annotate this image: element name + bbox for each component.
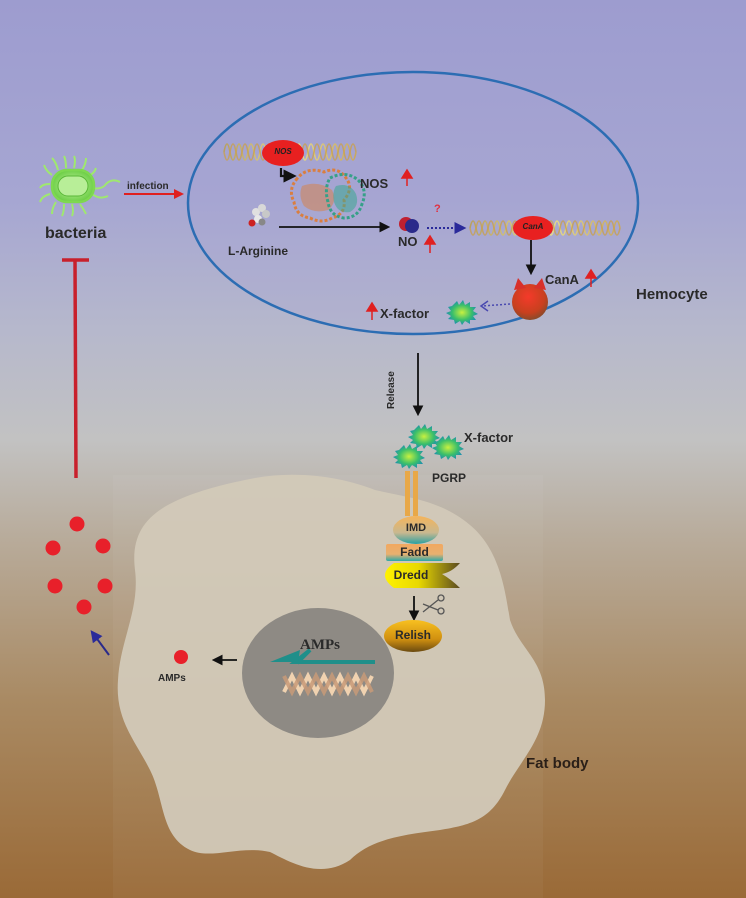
bacteria-icon	[39, 155, 121, 217]
x-factor-icon	[393, 444, 425, 469]
cana-to-xfactor-arrow	[481, 303, 511, 307]
pgrp-label: PGRP	[432, 471, 467, 485]
cana-to-xfactor-arrowhead	[479, 300, 489, 312]
release-label: Release	[386, 371, 397, 409]
relish-protein	[384, 620, 442, 652]
no-molecule-icon	[399, 217, 419, 233]
nos-gene-label: NOS	[274, 147, 292, 156]
imd-label: IMD	[405, 522, 427, 534]
hemocyte-label: Hemocyte	[636, 286, 708, 303]
amp-molecule-icon	[97, 578, 113, 594]
upregulation-arrows	[365, 168, 598, 320]
fadd-protein	[386, 544, 443, 561]
x-factor-icon	[446, 300, 478, 325]
up-arrow-icon	[400, 168, 414, 186]
amp-gene-dna-icon	[282, 671, 374, 697]
amps-secretion-arrow	[90, 630, 110, 656]
up-arrow-icon	[584, 268, 598, 287]
cana-protein-icon	[512, 278, 548, 320]
up-arrow-icon	[423, 234, 437, 253]
no-label: NO	[398, 234, 418, 249]
amp-molecule-icon	[69, 516, 85, 532]
relish-label: Relish	[394, 628, 431, 642]
x-factor-hemocyte-label: X-factor	[380, 306, 430, 321]
l-arginine-label: L-Arginine	[228, 244, 288, 258]
amp-molecule-icon	[47, 578, 63, 594]
x-factor-extracellular-label: X-factor	[464, 430, 514, 445]
nos-protein-structure-icon	[289, 168, 366, 223]
amp-molecule-icon	[45, 540, 61, 556]
amp-molecule-icon	[174, 650, 188, 664]
transcription-arrow	[289, 648, 375, 665]
infection-label: infection	[127, 181, 169, 192]
hemocyte-membrane	[186, 70, 640, 336]
scissors-icon	[422, 594, 445, 615]
amp-cluster	[45, 516, 113, 615]
nos-protein-label: NOS	[360, 176, 389, 191]
cana-protein-label: CanA	[545, 272, 579, 287]
cana-gene-label: CanA	[522, 222, 544, 231]
fat-body-label: Fat body	[526, 755, 589, 772]
x-factor-icon	[408, 424, 440, 449]
nucleus-amps-label: AMPs	[300, 637, 340, 653]
transcription-arrowhead	[270, 650, 300, 662]
secreted-amps-label: AMPs	[158, 673, 186, 684]
pgrp-receptor-icon	[405, 471, 418, 516]
l-arginine-molecule-icon	[248, 204, 270, 227]
unknown-mechanism-label: ?	[434, 203, 441, 215]
amp-molecule-icon	[76, 599, 92, 615]
nucleus	[242, 608, 394, 738]
dredd-label: Dredd	[393, 568, 429, 582]
amp-molecule-icon	[95, 538, 111, 554]
fadd-label: Fadd	[400, 545, 429, 559]
bacteria-label: bacteria	[45, 225, 107, 242]
inhibition-bar	[62, 258, 89, 479]
nos-promoter-oval	[262, 140, 304, 166]
up-arrow-icon	[365, 301, 379, 320]
dredd-protein	[385, 563, 460, 588]
imd-protein	[393, 516, 439, 544]
cana-promoter-oval	[513, 216, 553, 240]
promoter-arrow	[279, 168, 297, 183]
x-factor-icon	[432, 435, 464, 460]
